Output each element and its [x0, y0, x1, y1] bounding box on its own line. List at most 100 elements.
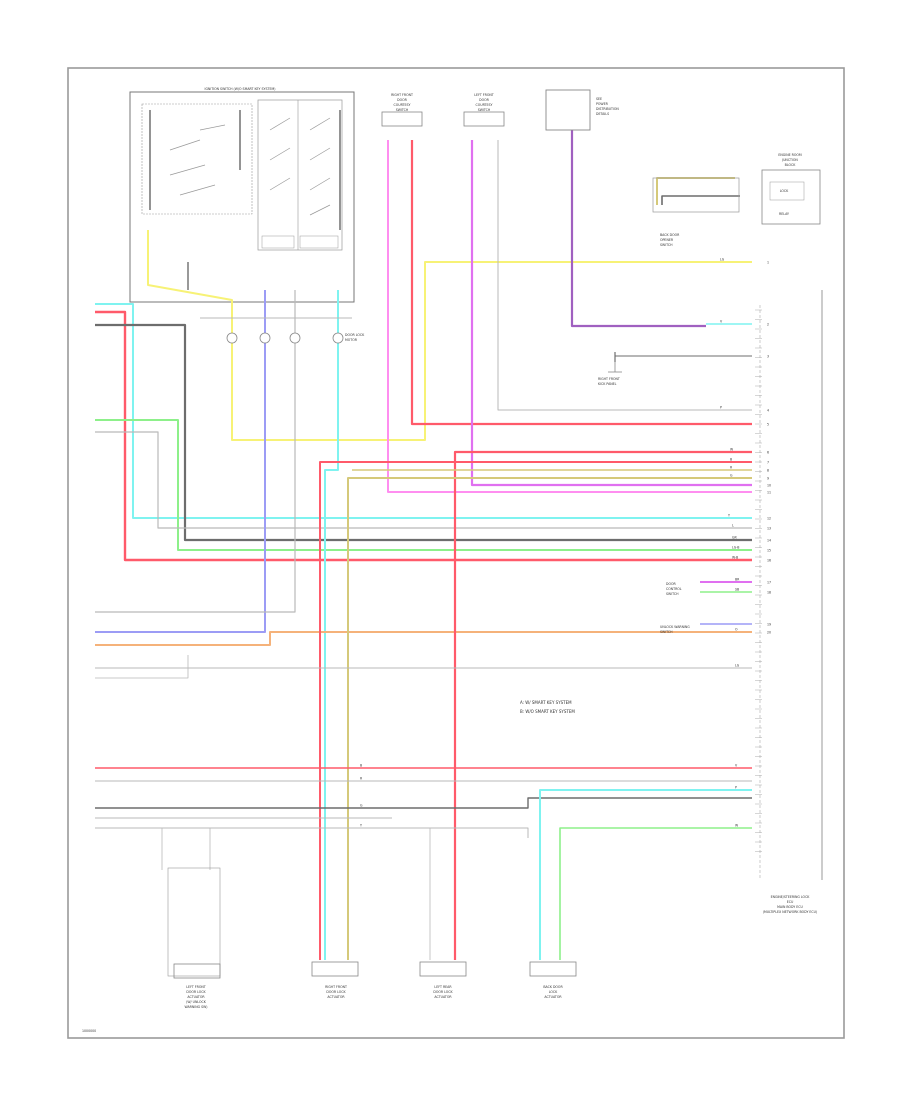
- back-door-label-2: OPENER: [660, 238, 674, 242]
- wire-gray-ign: [95, 290, 296, 613]
- motor-label-2: MOTOR: [345, 338, 358, 342]
- wire-red-rf: [410, 140, 752, 426]
- wire-tag: Y: [728, 514, 730, 518]
- wire-green-low: [559, 827, 752, 960]
- pin-label: 16: [767, 559, 771, 563]
- bd-actuator-l3: ACTUATOR: [544, 995, 562, 999]
- main-module-label-2: ECU: [787, 900, 794, 904]
- pin-label: 3: [767, 355, 769, 359]
- rf-actuator-l1: RIGHT FRONT: [325, 985, 347, 989]
- wire-tag: BR: [735, 578, 740, 582]
- pin-label: 1: [767, 261, 769, 265]
- pin-label: 11: [767, 491, 771, 495]
- buzzer-label-1: UNLOCK WARNING: [660, 625, 690, 629]
- wire-red-mid2: [319, 461, 752, 960]
- key-switch-label-3: SWITCH: [666, 592, 679, 596]
- pin-label: 17: [767, 581, 771, 585]
- lr-actuator-l2: DOOR LOCK: [433, 990, 453, 994]
- connector-circle: [289, 332, 301, 344]
- pin-label: 4: [767, 409, 769, 413]
- note-line-2: B: W/O SMART KEY SYSTEM: [520, 709, 575, 714]
- fuse-label-4: DETAILS: [596, 112, 609, 116]
- lf-actuator-l1: LEFT FRONT: [186, 985, 205, 989]
- wire-tag: P: [720, 406, 722, 410]
- lf-switch-label-4: SWITCH: [478, 108, 491, 112]
- wire-gray-low5: [95, 827, 529, 838]
- pin-label: 15: [767, 549, 771, 553]
- wire-layer: [95, 130, 752, 960]
- fuse-label-2: POWER: [596, 102, 609, 106]
- back-door-label-3: SWITCH: [660, 243, 673, 247]
- connector-circle: [332, 332, 344, 344]
- wire-dark-bd: [661, 195, 740, 205]
- wire-olive-bd: [656, 177, 735, 205]
- main-module-sub-label: (MULTIPLEX NETWORK BODY ECU): [763, 910, 817, 914]
- wire-green-left: [95, 419, 752, 551]
- wire-tag: GR: [732, 536, 737, 540]
- fuse-label-1: SEE: [596, 97, 602, 101]
- rf-actuator-l3: ACTUATOR: [327, 995, 345, 999]
- wire-gray-left: [95, 431, 752, 529]
- right-front-door-switch: RIGHT FRONT DOOR COURTESY SWITCH: [381, 93, 423, 127]
- wire-gray-low3: [95, 655, 189, 679]
- wire-tag: SB: [735, 588, 739, 592]
- fuse-label-3: DISTRIBUTION: [596, 107, 619, 111]
- wire-magenta-lf: [470, 140, 752, 487]
- main-module-label-3: MAIN BODY ECU: [777, 905, 803, 909]
- note-line-1: A: W/ SMART KEY SYSTEM: [520, 700, 572, 705]
- wire-tag: P: [735, 786, 737, 790]
- actuator-left-rear: LEFT REAR DOOR LOCK ACTUATOR: [419, 961, 467, 999]
- pin-label: 8: [767, 469, 769, 473]
- lf-actuator-l3: ACTUATOR: [187, 995, 205, 999]
- pin-label: 12: [767, 517, 771, 521]
- actuator-left-front: LEFT FRONT DOOR LOCK ACTUATOR (W/ UNLOCK…: [167, 867, 221, 1009]
- wire-cyan-left: [95, 303, 752, 519]
- ignition-switch-label: IGNITION SWITCH (W/O SMART KEY SYSTEM): [205, 87, 276, 91]
- junction-side-1: LOCK: [780, 189, 789, 193]
- rf-switch-label-3: COURTESY: [394, 103, 411, 107]
- pin-label: 19: [767, 623, 771, 627]
- wire-yellow-ign: [147, 230, 752, 441]
- wire-tag: W: [735, 824, 739, 828]
- wire-tag: R: [360, 777, 363, 781]
- pin-label: 6: [767, 451, 769, 455]
- pin-label: 7: [767, 461, 769, 465]
- rf-actuator-l2: DOOR LOCK: [326, 990, 346, 994]
- bd-actuator-l1: BACK DOOR: [543, 985, 563, 989]
- wire-dark-left: [95, 323, 752, 542]
- wire-tag: R: [730, 466, 733, 470]
- wire-tag: B: [360, 764, 362, 768]
- junction-label-3: BLOCK: [785, 163, 797, 167]
- ignition-switch-block: [129, 91, 355, 303]
- wire-olive-mid: [347, 477, 752, 960]
- wire-tag: Y: [360, 824, 362, 828]
- ground-symbol: RIGHT FRONT KICK PANEL: [598, 362, 622, 386]
- lr-actuator-l1: LEFT REAR: [434, 985, 452, 989]
- pin-label: 18: [767, 591, 771, 595]
- lf-switch-label-3: COURTESY: [476, 103, 493, 107]
- lf-actuator-l5: WARNING SW): [185, 1005, 208, 1009]
- bd-actuator-l2: LOCK: [549, 990, 558, 994]
- connector-circle: [259, 332, 271, 344]
- wire-tag: W-B: [732, 556, 738, 560]
- pin-label: 5: [767, 423, 769, 427]
- wire-blue-ign: [95, 290, 266, 633]
- key-switch-label-2: CONTROL: [666, 587, 682, 591]
- connector-circle: [226, 332, 238, 344]
- actuator-back-door: BACK DOOR LOCK ACTUATOR: [529, 961, 577, 999]
- lf-switch-label-1: LEFT FRONT: [474, 93, 493, 97]
- wire-dark-low: [95, 797, 752, 809]
- buzzer-label-2: SWITCH: [660, 630, 673, 634]
- lf-actuator-l4: (W/ UNLOCK: [186, 1000, 207, 1004]
- wire-cyan-ign: [324, 290, 339, 960]
- pin-label: 20: [767, 631, 771, 635]
- junction-block: ENGINE ROOM JUNCTION BLOCK LOCK RELAY: [761, 153, 821, 225]
- lf-switch-label-2: DOOR: [479, 98, 489, 102]
- module-pin-column: 1234567891011121314151617181920LGVPWBRGY…: [226, 258, 771, 852]
- back-door-label-1: BACK DOOR: [660, 233, 680, 237]
- wire-orange: [95, 631, 752, 646]
- wire-tag: V: [720, 320, 723, 324]
- junction-label-2: JUNCTION: [781, 158, 798, 162]
- power-distribution-box: SEE POWER DISTRIBUTION DETAILS: [545, 89, 619, 131]
